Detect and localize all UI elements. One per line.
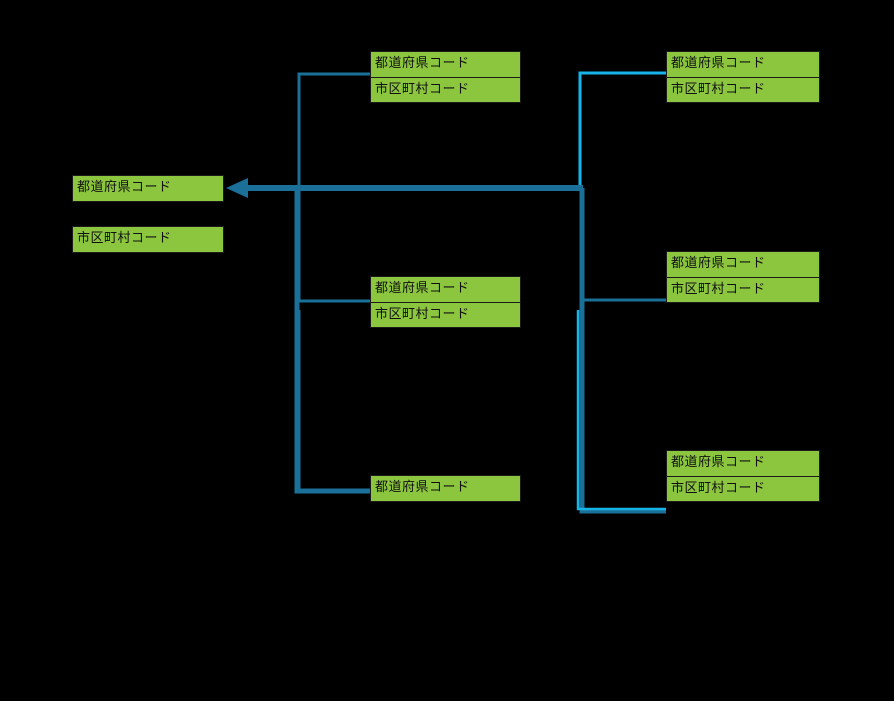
node-row-label: 都道府県コード xyxy=(671,455,766,470)
connector-middle-branch-3 xyxy=(297,310,370,494)
node-row-label: 市区町村コード xyxy=(667,77,819,102)
connector-middle-branch-2 xyxy=(297,190,370,303)
node-row-label: 都道府県コード xyxy=(375,480,470,495)
node-middle-3[interactable]: 都道府県コード xyxy=(370,475,521,502)
node-row-label: 市区町村コード xyxy=(371,77,520,102)
node-right-1[interactable]: 都道府県コード 市区町村コード xyxy=(666,51,820,103)
node-root-prefecture[interactable]: 都道府県コード xyxy=(72,175,224,202)
node-middle-2[interactable]: 都道府県コード 市区町村コード xyxy=(370,276,521,328)
connector-right-branch-3-highlight xyxy=(576,310,666,511)
node-row-label: 市区町村コード xyxy=(667,476,819,501)
connector-middle-branch-1 xyxy=(297,72,370,190)
node-row-label: 都道府県コード xyxy=(375,56,470,71)
node-right-2[interactable]: 都道府県コード 市区町村コード xyxy=(666,251,820,303)
connector-right-trunk xyxy=(579,188,666,514)
node-root-municipality[interactable]: 市区町村コード xyxy=(72,226,224,253)
main-arrow-head-icon xyxy=(226,178,248,198)
node-row-label: 市区町村コード xyxy=(371,302,520,327)
node-right-3[interactable]: 都道府県コード 市区町村コード xyxy=(666,450,820,502)
node-row-label: 都道府県コード xyxy=(77,180,172,195)
connector-right-branch-1-highlight xyxy=(578,71,666,190)
node-row-label: 市区町村コード xyxy=(667,277,819,302)
node-row-label: 都道府県コード xyxy=(671,256,766,271)
node-row-label: 都道府県コード xyxy=(375,281,470,296)
node-middle-1[interactable]: 都道府県コード 市区町村コード xyxy=(370,51,521,103)
node-row-label: 都道府県コード xyxy=(671,56,766,71)
connector-right-branch-2 xyxy=(580,190,666,302)
connector-middle-trunk xyxy=(294,190,370,494)
node-row-label: 市区町村コード xyxy=(77,231,172,246)
